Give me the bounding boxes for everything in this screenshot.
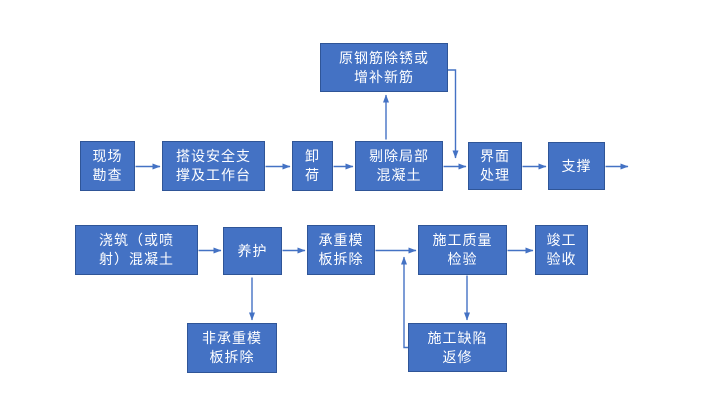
node-interface-treatment: 界面 处理 xyxy=(468,142,522,190)
node-curing: 养护 xyxy=(223,227,282,275)
node-concrete-removal: 剔除局部 混凝土 xyxy=(355,141,443,191)
node-scaffolding: 搭设安全支 撑及工作台 xyxy=(162,141,265,191)
node-unloading: 卸 荷 xyxy=(292,141,333,191)
node-defect-repair: 施工缺陷 返修 xyxy=(408,323,507,372)
node-support: 支撑 xyxy=(548,142,605,190)
node-rebar-treatment: 原钢筋除锈或 增补新筋 xyxy=(320,43,448,92)
edge-defect-repair-back-to-inspection-junction xyxy=(401,256,408,349)
node-non-bearing-formwork-removal: 非承重模 板拆除 xyxy=(187,323,277,373)
node-bearing-formwork-removal: 承重模 板拆除 xyxy=(307,225,375,275)
node-site-survey: 现场 勘查 xyxy=(80,141,135,191)
node-concrete-pouring: 浇筑（或喷 射）混凝土 xyxy=(75,225,198,275)
node-completion-acceptance: 竣工 验收 xyxy=(535,225,588,275)
node-quality-inspection: 施工质量 检验 xyxy=(418,225,507,275)
edge-rebar-treatment-to-interface-junction xyxy=(448,69,459,159)
